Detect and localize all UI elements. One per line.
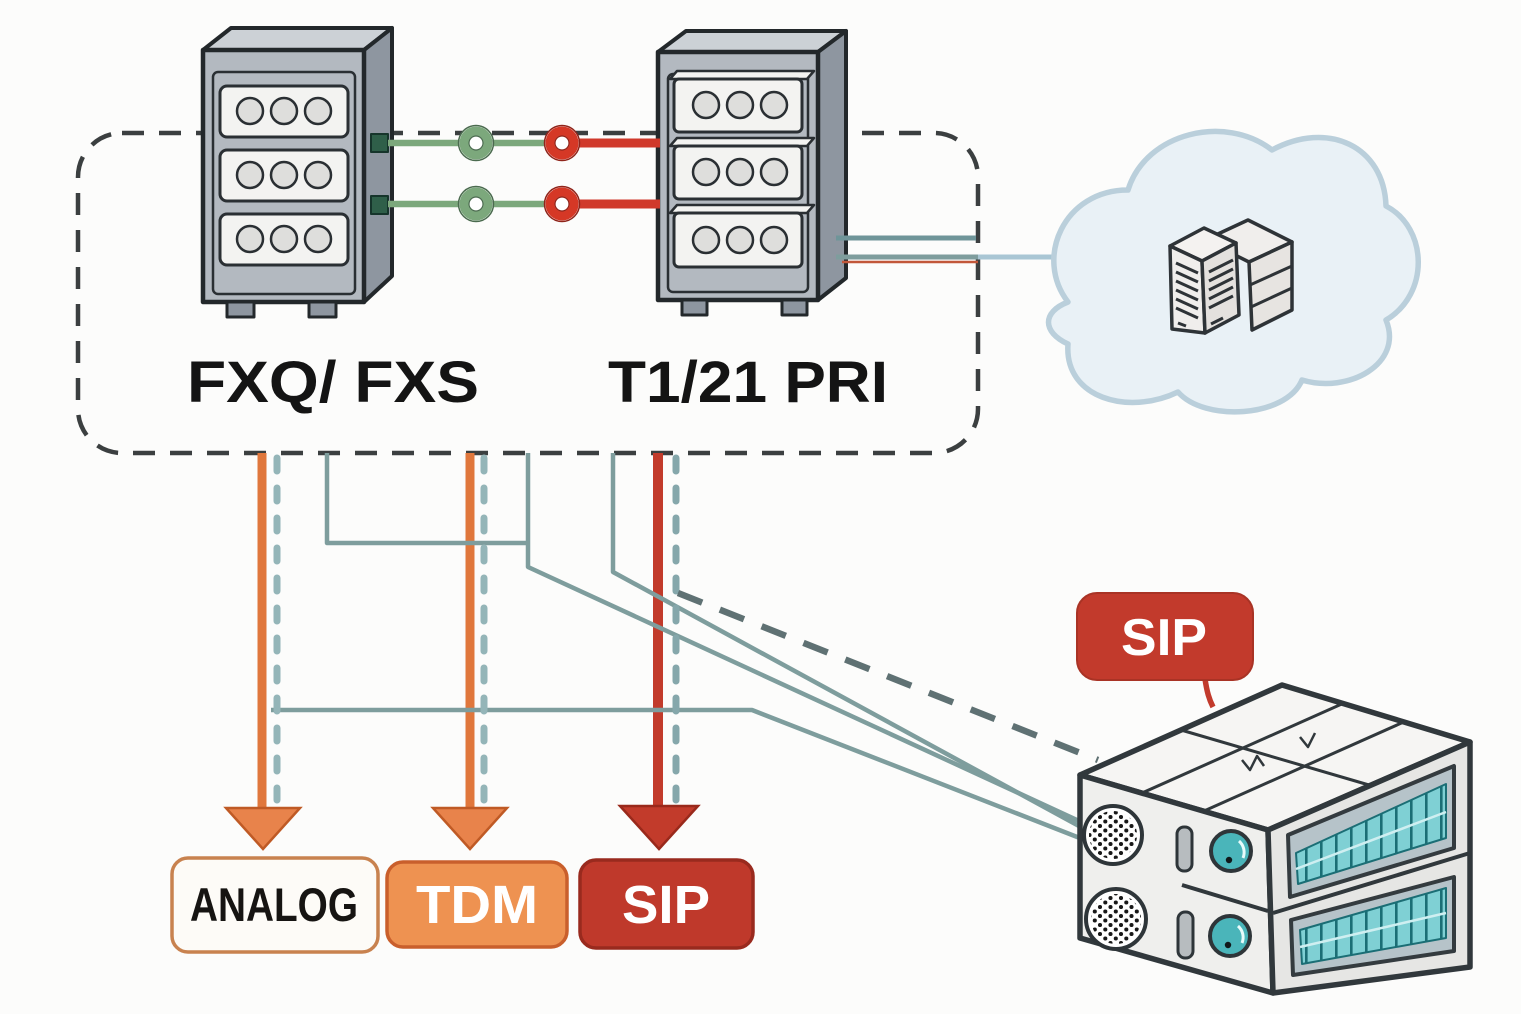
device-label-fxo-fxs: FXQ/ FXS xyxy=(187,350,479,415)
rack-foot xyxy=(307,300,338,319)
sip-badge: SIP xyxy=(1076,592,1254,709)
gateway-unit-divider xyxy=(1181,883,1269,913)
tdm-tag-box xyxy=(385,860,569,949)
protocol-tag-sip: SIP xyxy=(578,858,755,950)
analog-trunk-connectors xyxy=(388,124,660,223)
sip-badge-pointer xyxy=(1202,678,1216,709)
module-ports xyxy=(235,96,333,254)
card-slot xyxy=(1175,825,1194,873)
sip-tag-label: SIP xyxy=(622,875,710,935)
analog-tag-box xyxy=(170,856,380,954)
gateway-top-seams xyxy=(1141,701,1407,813)
gateway-unit-divider xyxy=(1272,851,1471,915)
trunk-port xyxy=(370,195,389,215)
red-ring-connector-icon xyxy=(543,124,581,223)
provider-cloud-icon xyxy=(1045,128,1421,415)
rack-modules xyxy=(218,84,350,267)
rack-foot xyxy=(225,300,256,319)
trunk-port xyxy=(370,133,389,153)
server-icon xyxy=(1168,218,1294,335)
protocol-tag-tdm: TDM xyxy=(385,860,569,949)
tdm-down-arrow-icon xyxy=(430,806,510,851)
tdm-tag-label: TDM xyxy=(416,875,538,935)
fan-vent-icon xyxy=(1082,804,1148,951)
sip-tag-box xyxy=(578,858,755,950)
analog-down-arrow-icon xyxy=(223,806,303,851)
fxo-fxs-rack-gateway-icon xyxy=(200,26,394,319)
sip-badge-label: SIP xyxy=(1121,609,1207,667)
voip-gateway-icon xyxy=(1077,682,1473,996)
analog-tag-label: ANALOG xyxy=(190,878,358,931)
green-ring-connector-icon xyxy=(457,124,495,223)
card-slot xyxy=(1176,910,1195,960)
rack-foot xyxy=(780,298,809,317)
cloud-links xyxy=(836,235,1062,264)
module-ports xyxy=(691,90,789,255)
port-bank-upper xyxy=(1286,764,1456,899)
rack-modules xyxy=(668,69,816,269)
server-vents xyxy=(1175,258,1234,328)
port-bank-lower xyxy=(1289,875,1456,977)
dashed-routing-lines xyxy=(273,454,1100,804)
power-knob-icon xyxy=(1208,829,1253,958)
t1-pri-rack-gateway-icon xyxy=(655,29,848,317)
sip-down-arrow-icon xyxy=(617,804,701,851)
rack-foot xyxy=(680,298,709,317)
protocol-tag-analog: ANALOG xyxy=(170,856,380,954)
device-label-t1-pri: T1/21 PRI xyxy=(608,350,888,415)
sip-badge-box xyxy=(1076,592,1254,681)
gateway-routing-lines xyxy=(271,453,1092,845)
